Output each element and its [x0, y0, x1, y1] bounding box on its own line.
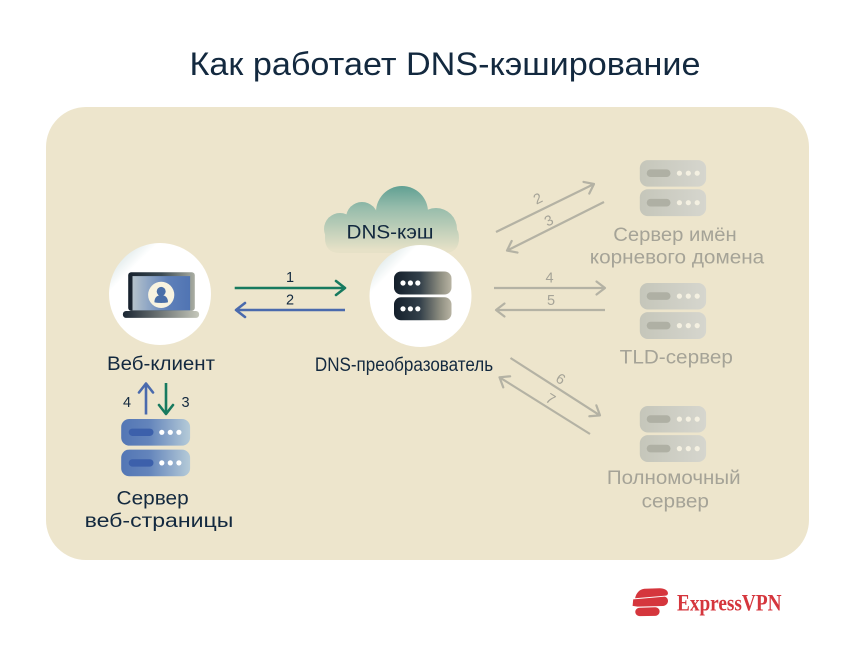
svg-text:1: 1: [286, 270, 294, 286]
svg-text:4: 4: [123, 395, 131, 411]
svg-text:Полномочный: Полномочный: [607, 468, 741, 489]
svg-text:5: 5: [547, 293, 555, 309]
svg-text:корневого домена: корневого домена: [590, 247, 765, 268]
svg-text:4: 4: [545, 271, 553, 287]
svg-text:Веб-клиент: Веб-клиент: [107, 354, 215, 375]
svg-text:Сервер имён: Сервер имён: [613, 225, 736, 246]
svg-text:3: 3: [182, 395, 190, 411]
svg-text:TLD-сервер: TLD-сервер: [620, 347, 733, 368]
svg-text:DNS-преобразователь: DNS-преобразователь: [315, 355, 493, 376]
svg-text:сервер: сервер: [642, 491, 709, 512]
svg-text:2: 2: [286, 293, 294, 309]
svg-text:Как работает DNS-кэширование: Как работает DNS-кэширование: [190, 46, 701, 82]
svg-text:ExpressVPN: ExpressVPN: [677, 591, 782, 616]
svg-text:DNS-кэш: DNS-кэш: [347, 222, 434, 244]
svg-text:веб-страницы: веб-страницы: [85, 511, 234, 532]
svg-text:Сервер: Сервер: [117, 488, 189, 509]
